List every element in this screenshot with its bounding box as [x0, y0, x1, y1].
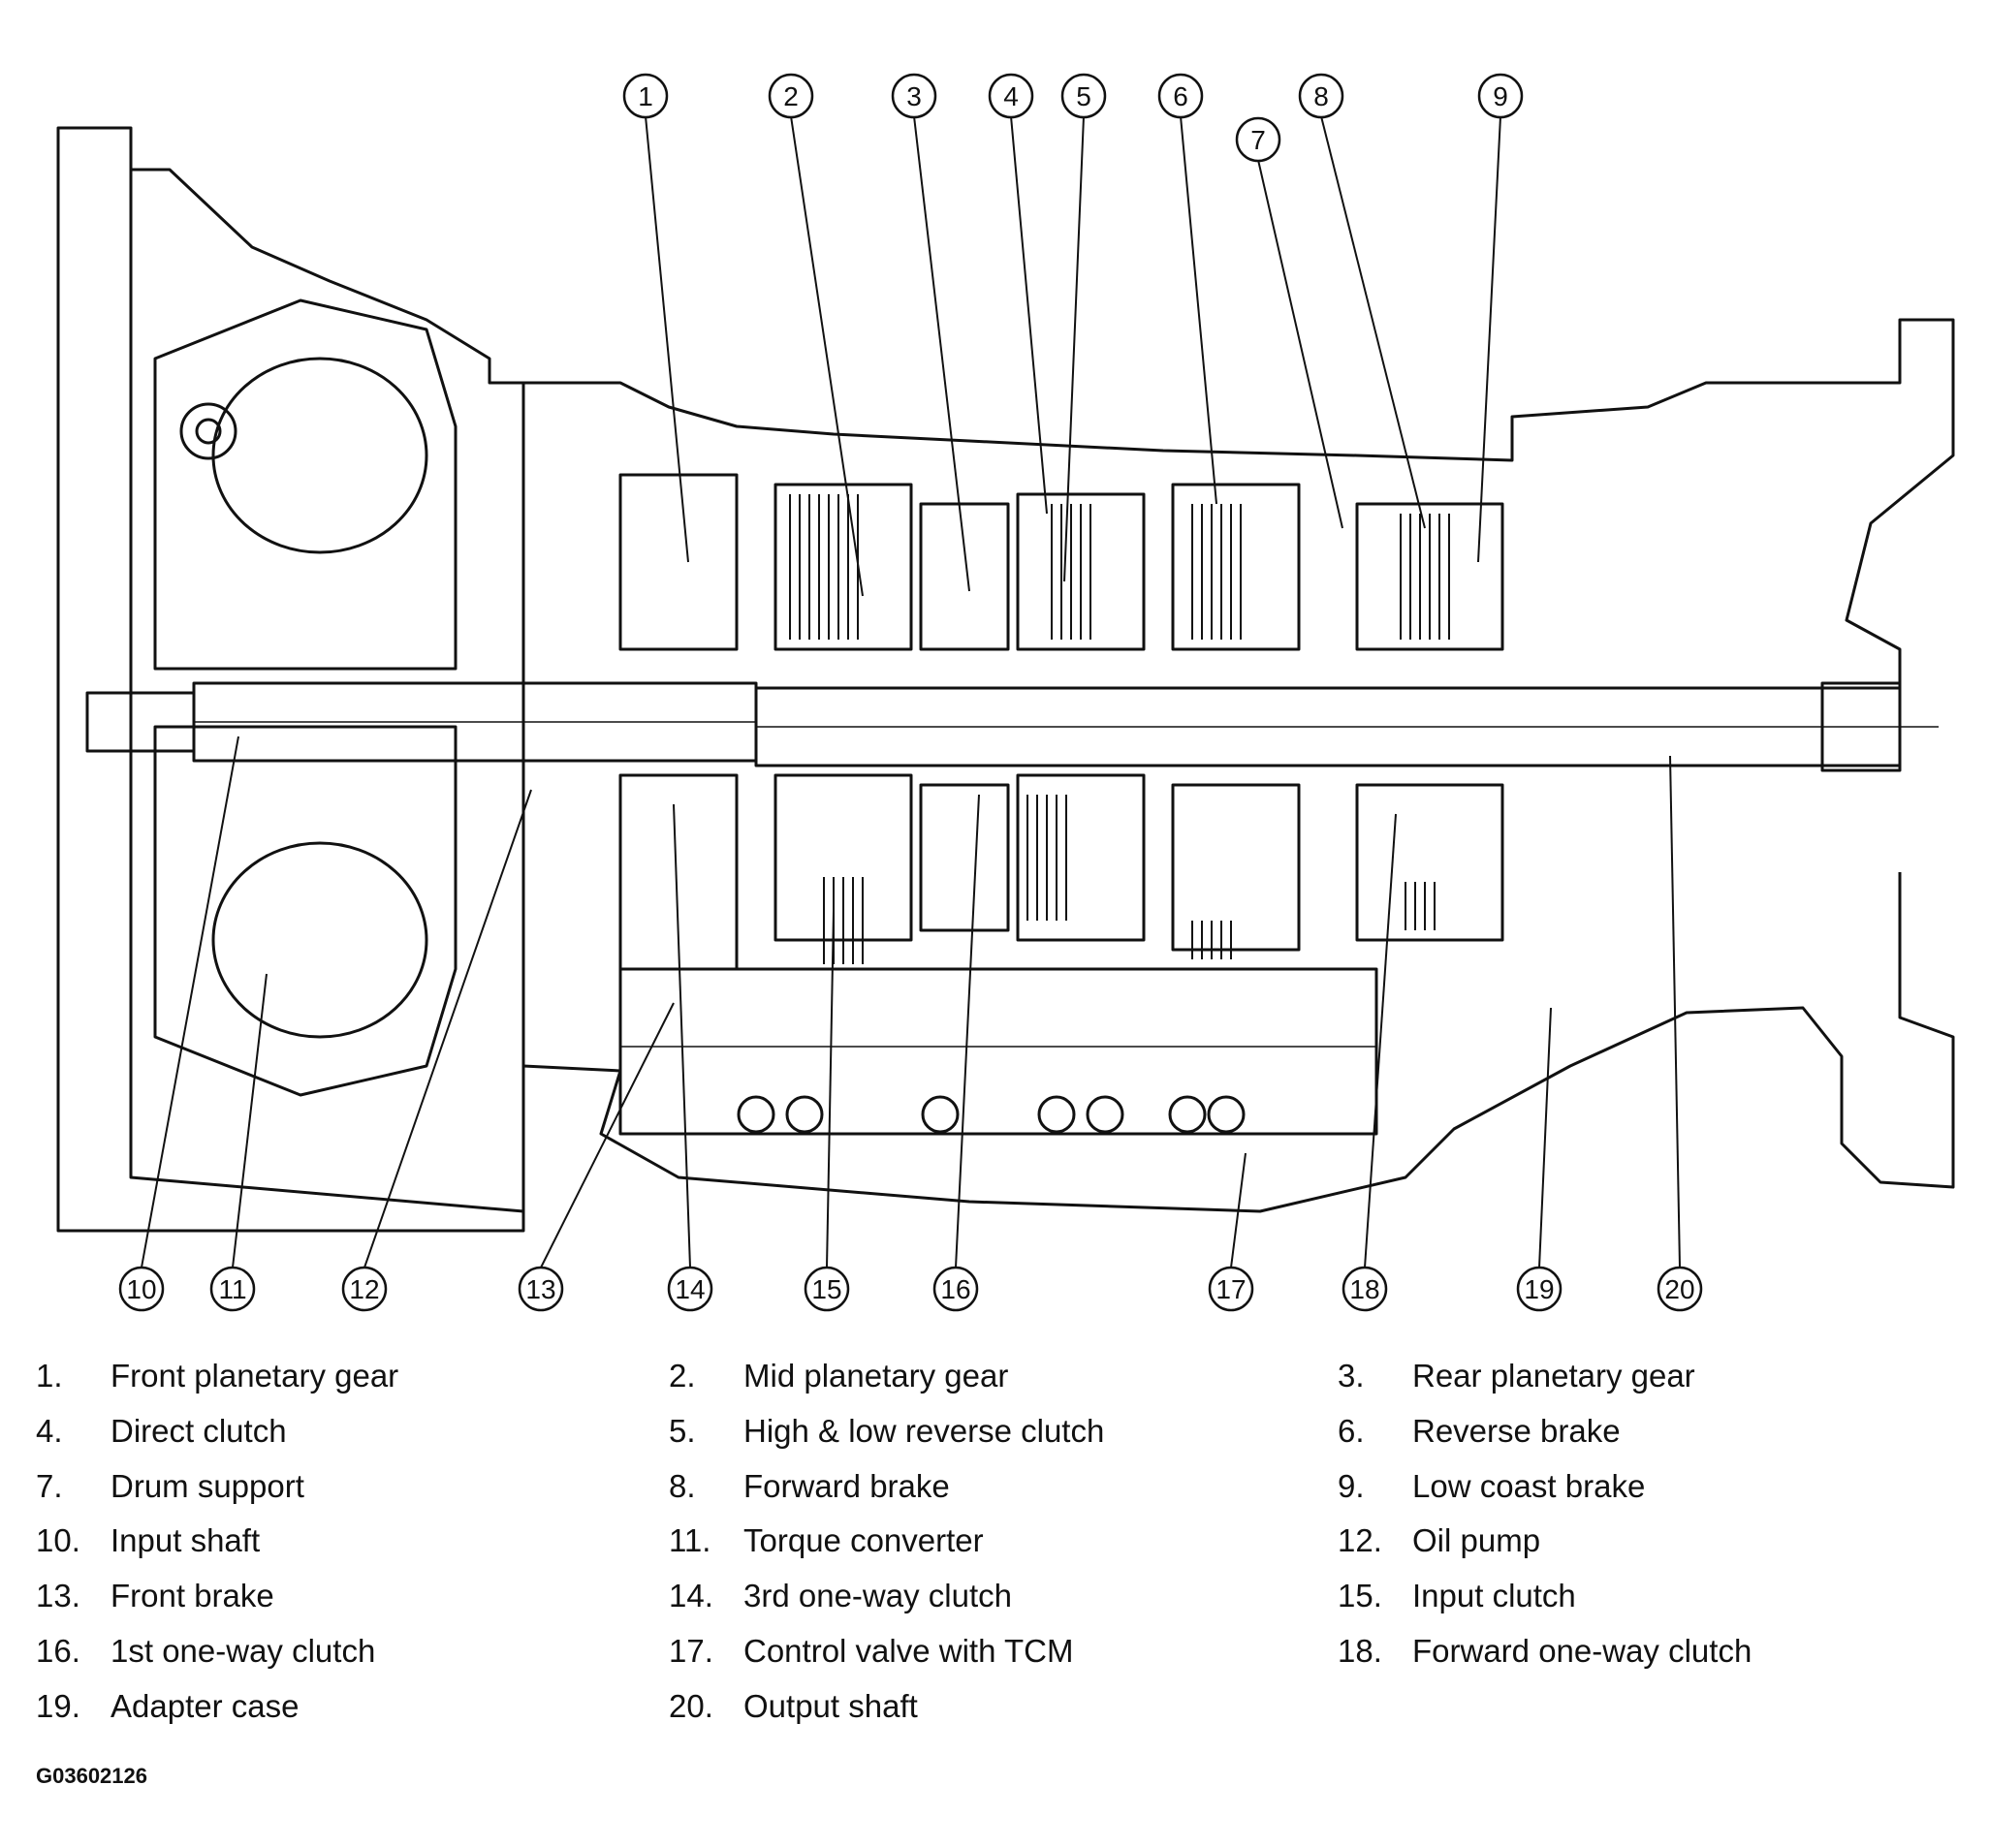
legend-label: High & low reverse clutch	[743, 1413, 1105, 1449]
callout-number: 12	[349, 1274, 379, 1304]
transmission-cutaway-diagram: 1 2 3 4 5 6 7 8 9 10 11 12 13 14 15 16 1…	[56, 73, 1955, 1312]
legend-label: Direct clutch	[110, 1413, 287, 1449]
callout-17: 17	[1208, 1266, 1254, 1312]
legend-label: Low coast brake	[1412, 1468, 1646, 1504]
callout-11: 11	[209, 1266, 256, 1312]
legend-label: Oil pump	[1412, 1522, 1541, 1558]
legend-number: 18.	[1338, 1633, 1382, 1669]
callout-20: 20	[1657, 1266, 1703, 1312]
legend-label: Input shaft	[110, 1522, 261, 1558]
legend-number: 15.	[1338, 1578, 1382, 1613]
callout-number: 15	[811, 1274, 841, 1304]
callout-number: 5	[1076, 81, 1091, 111]
callout-number: 14	[675, 1274, 705, 1304]
callout-number: 7	[1250, 125, 1266, 155]
legend-label: 3rd one-way clutch	[743, 1578, 1012, 1613]
callout-14: 14	[667, 1266, 713, 1312]
legend-number: 7.	[36, 1468, 63, 1504]
callout-9: 9	[1477, 73, 1524, 119]
callout-number: 9	[1493, 81, 1508, 111]
legend-label: Drum support	[110, 1468, 304, 1504]
callout-12: 12	[341, 1266, 388, 1312]
clutch-plate-hatching	[789, 494, 1450, 964]
legend-label: Forward brake	[743, 1468, 950, 1504]
legend-label: Mid planetary gear	[743, 1358, 1009, 1394]
legend-number: 13.	[36, 1578, 80, 1613]
legend-label: Forward one-way clutch	[1412, 1633, 1752, 1669]
legend-number: 10.	[36, 1522, 80, 1558]
legend-label: Front brake	[110, 1578, 274, 1613]
callout-number: 17	[1216, 1274, 1246, 1304]
callout-number: 13	[525, 1274, 555, 1304]
legend-label: Output shaft	[743, 1688, 918, 1724]
legend-label: 1st one-way clutch	[110, 1633, 376, 1669]
callout-number: 8	[1313, 81, 1329, 111]
drawing-outline	[56, 126, 1955, 1233]
callout-number: 1	[638, 81, 653, 111]
callout-number: 2	[783, 81, 799, 111]
legend-label: Reverse brake	[1412, 1413, 1621, 1449]
callout-16: 16	[932, 1266, 979, 1312]
callout-10: 10	[118, 1266, 165, 1312]
callout-4: 4	[988, 73, 1034, 119]
legend-number: 19.	[36, 1688, 80, 1724]
callout-2: 2	[768, 73, 814, 119]
callout-number: 10	[126, 1274, 156, 1304]
legend-number: 8.	[669, 1468, 696, 1504]
legend-label: Torque converter	[743, 1522, 984, 1558]
legend-label: Front planetary gear	[110, 1358, 399, 1394]
legend-number: 12.	[1338, 1522, 1382, 1558]
legend-number: 20.	[669, 1688, 713, 1724]
legend-number: 14.	[669, 1578, 713, 1613]
callout-8: 8	[1298, 73, 1344, 119]
callout-number: 4	[1003, 81, 1019, 111]
callout-number: 11	[218, 1274, 246, 1304]
callout-number: 6	[1173, 81, 1188, 111]
callout-15: 15	[804, 1266, 850, 1312]
callout-1: 1	[622, 73, 669, 119]
parts-legend: 1. Front planetary gear 2. Mid planetary g…	[0, 1357, 1989, 1802]
figure-id: G03602126	[36, 1764, 147, 1788]
callout-number: 3	[906, 81, 922, 111]
callout-7: 7	[1235, 116, 1281, 163]
legend-number: 2.	[669, 1358, 696, 1394]
callout-18: 18	[1342, 1266, 1388, 1312]
legend-number: 11.	[669, 1522, 711, 1558]
legend-number: 17.	[669, 1633, 713, 1669]
legend-number: 16.	[36, 1633, 80, 1669]
legend-label: Input clutch	[1412, 1578, 1576, 1613]
callout-6: 6	[1157, 73, 1204, 119]
legend-number: 3.	[1338, 1358, 1365, 1394]
callout-number: 18	[1349, 1274, 1379, 1304]
legend-number: 9.	[1338, 1468, 1365, 1504]
legend-label: Rear planetary gear	[1412, 1358, 1695, 1394]
legend-label: Adapter case	[110, 1688, 300, 1724]
callout-number: 16	[940, 1274, 970, 1304]
callout-number: 19	[1524, 1274, 1554, 1304]
legend-number: 5.	[669, 1413, 696, 1449]
legend-number: 4.	[36, 1413, 63, 1449]
legend-label: Control valve with TCM	[743, 1633, 1074, 1669]
callout-3: 3	[891, 73, 937, 119]
callout-19: 19	[1516, 1266, 1563, 1312]
legend-number: 1.	[36, 1358, 63, 1394]
legend-number: 6.	[1338, 1413, 1365, 1449]
callout-number: 20	[1664, 1274, 1694, 1304]
leader-lines	[141, 115, 1681, 1269]
callout-13: 13	[518, 1266, 564, 1312]
callout-5: 5	[1060, 73, 1107, 119]
